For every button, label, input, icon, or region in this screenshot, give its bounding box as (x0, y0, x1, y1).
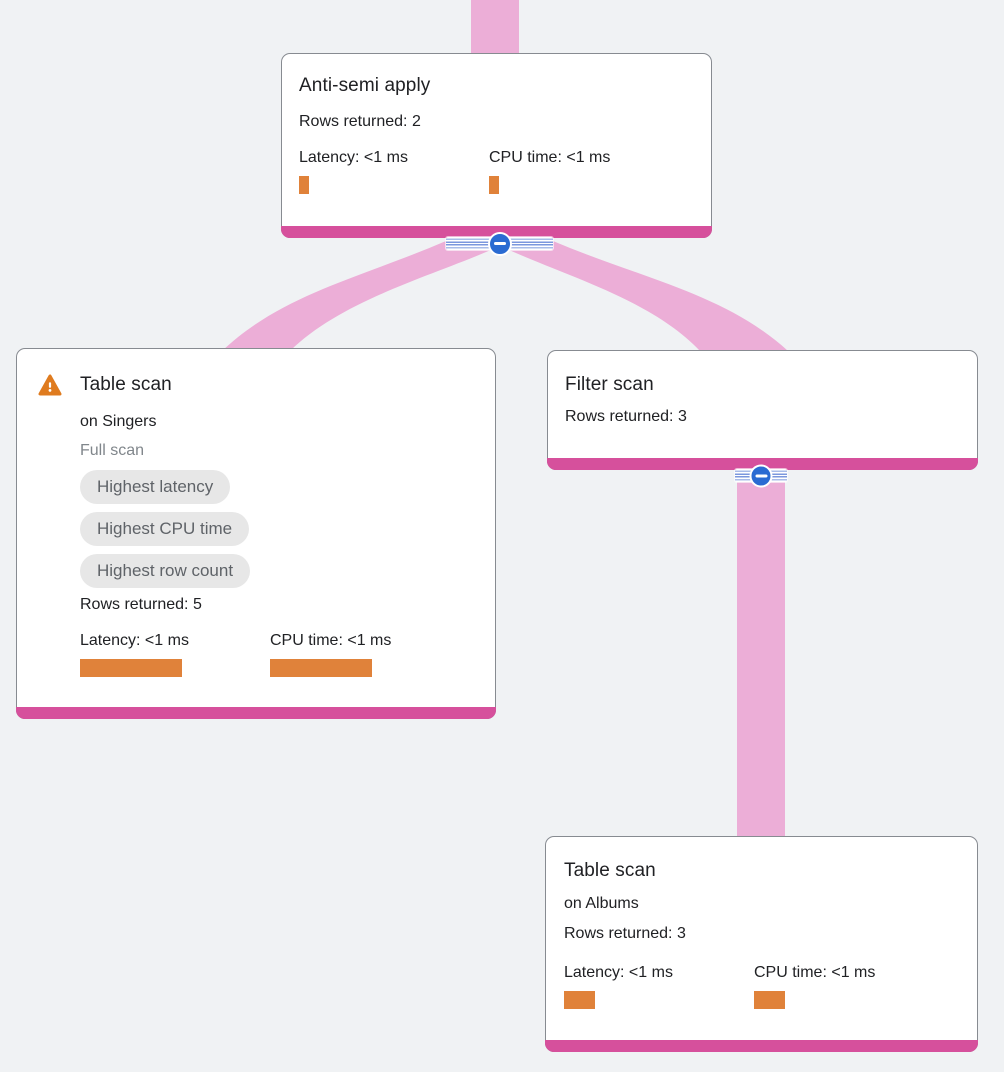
plan-node-filter-scan[interactable]: Filter scan Rows returned: 3 (547, 350, 978, 470)
latency-bar (564, 991, 595, 1009)
node-accent-bar (16, 707, 496, 719)
metrics-row: Latency: <1 ms CPU time: <1 ms (80, 631, 460, 677)
latency-label: Latency: <1 ms (299, 149, 408, 166)
latency-bar (299, 176, 309, 194)
cpu-metric: CPU time: <1 ms (489, 148, 679, 194)
edge-anti-semi-to-filter-scan (507, 241, 788, 351)
cpu-time-label: CPU time: <1 ms (754, 964, 876, 981)
cpu-metric: CPU time: <1 ms (270, 631, 460, 677)
rows-returned: Rows returned: 3 (564, 925, 686, 942)
cpu-time-bar (270, 659, 372, 677)
latency-label: Latency: <1 ms (564, 964, 673, 981)
latency-bar (80, 659, 182, 677)
cpu-time-label: CPU time: <1 ms (489, 149, 611, 166)
latency-metric: Latency: <1 ms (299, 148, 489, 194)
node-title: Filter scan (565, 374, 654, 395)
latency-metric: Latency: <1 ms (80, 631, 270, 677)
node-title: Table scan (564, 860, 656, 881)
edge-anti-semi-to-table-scan-singers (222, 241, 493, 351)
latency-label: Latency: <1 ms (80, 632, 189, 649)
scan-mode: Full scan (80, 442, 145, 459)
cpu-time-bar (489, 176, 499, 194)
minus-icon (749, 464, 773, 487)
edge-filter-scan-to-table-scan-albums (737, 476, 785, 842)
plan-node-anti-semi-apply[interactable]: Anti-semi apply Rows returned: 2 Latency… (281, 53, 712, 238)
collapse-button[interactable] (735, 464, 787, 487)
rows-returned: Rows returned: 2 (299, 113, 421, 130)
metrics-row: Latency: <1 ms CPU time: <1 ms (299, 148, 694, 194)
badge-highest-latency: Highest latency (80, 470, 231, 504)
cpu-time-bar (754, 991, 785, 1009)
node-title: Anti-semi apply (299, 75, 431, 96)
rows-returned: Rows returned: 3 (565, 408, 687, 425)
plan-node-table-scan-singers[interactable]: Table scan on Singers Full scan Highest … (16, 348, 496, 719)
scan-target: on Albums (564, 895, 639, 912)
edge-parent-to-anti-semi (471, 0, 519, 60)
cpu-metric: CPU time: <1 ms (754, 963, 944, 1009)
minus-glyph (755, 474, 767, 477)
rows-returned: Rows returned: 5 (80, 596, 202, 613)
badge-highest-row-count: Highest row count (80, 554, 251, 588)
cpu-time-label: CPU time: <1 ms (270, 632, 392, 649)
latency-metric: Latency: <1 ms (564, 963, 754, 1009)
minus-icon (487, 231, 512, 256)
warning-icon (38, 374, 62, 396)
scan-target: on Singers (80, 413, 157, 430)
badge-highest-cpu-time: Highest CPU time (80, 512, 250, 546)
node-accent-bar (545, 1040, 978, 1052)
minus-glyph (493, 242, 506, 245)
collapse-button[interactable] (446, 231, 553, 256)
metrics-row: Latency: <1 ms CPU time: <1 ms (564, 963, 959, 1009)
plan-node-table-scan-albums[interactable]: Table scan on Albums Rows returned: 3 La… (545, 836, 978, 1052)
node-title: Table scan (80, 374, 172, 395)
